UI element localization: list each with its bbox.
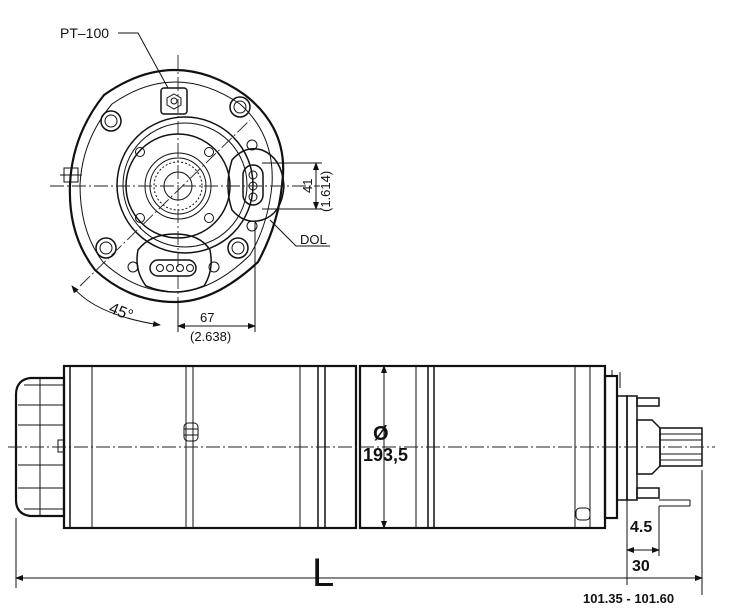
end-cap <box>14 376 66 518</box>
pt100-label: PT–100 <box>60 25 109 41</box>
dim-41-inch-label: (1.614) <box>318 171 333 212</box>
diameter-symbol: Ø <box>373 423 389 445</box>
range-label: 101.35 - 101.60 <box>583 591 674 606</box>
bottom-connector <box>136 233 212 293</box>
side-view: Ø 193,5 L 4.5 30 101.35 - 101.60 <box>8 364 715 606</box>
dim-67-inch-label: (2.638) <box>190 329 231 344</box>
length-label: L <box>312 551 334 595</box>
bolt-holes <box>95 96 258 273</box>
angle-45-label: 45° <box>107 300 136 325</box>
pt100-fitting <box>160 87 188 115</box>
dim-4-5-label: 4.5 <box>630 519 652 536</box>
dim-30-label: 30 <box>632 558 650 575</box>
dol-label: DOL <box>300 232 327 247</box>
dim-67-label: 67 <box>200 310 214 325</box>
dim-41-label: 41 <box>300 179 315 193</box>
dol-connector <box>227 148 285 222</box>
diameter-value: 193,5 <box>363 445 408 465</box>
end-view: PT–100 DOL 41 (1.614) 67 (2.638) 45° <box>50 25 333 344</box>
flange-outline <box>68 69 285 304</box>
